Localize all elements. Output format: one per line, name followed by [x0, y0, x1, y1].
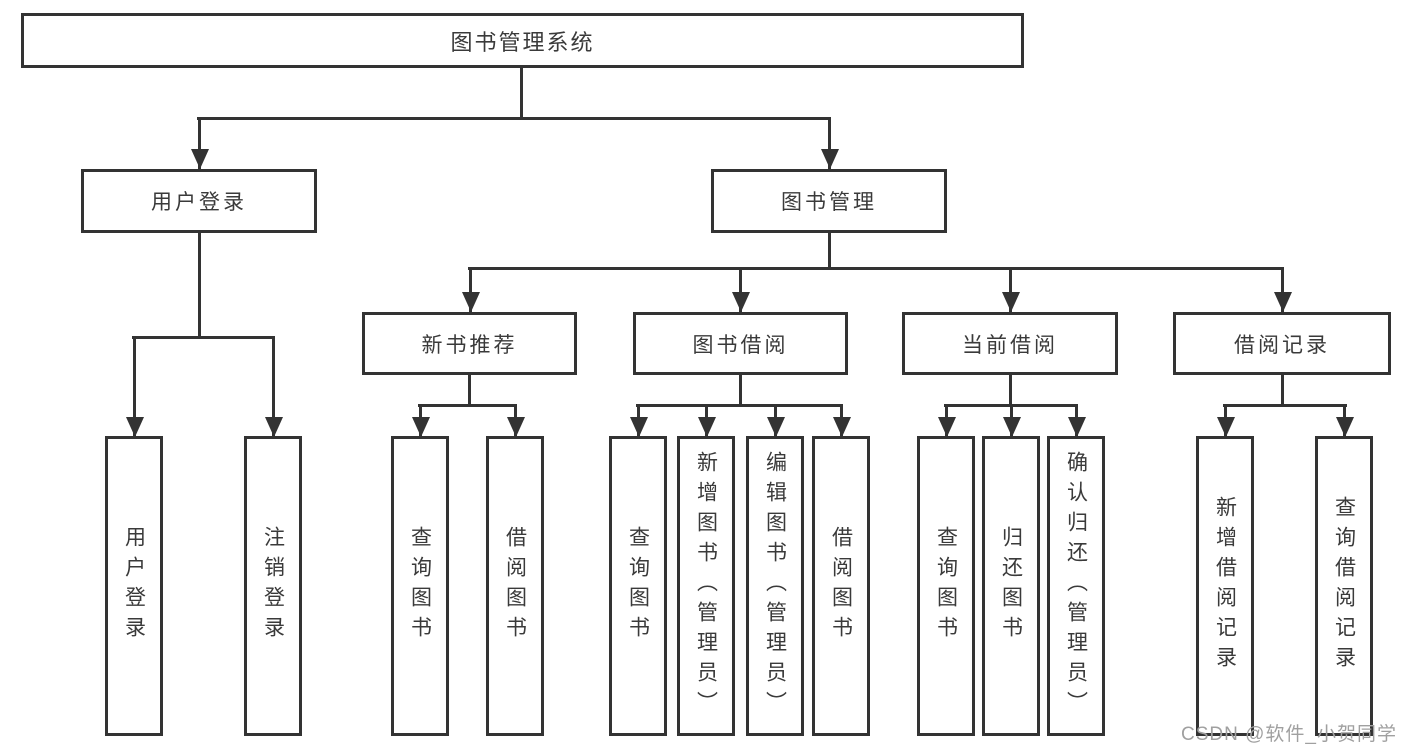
node-leaf-borrow-books-1: 借阅图书: [486, 436, 544, 736]
arrow-to-confirm-return: [1067, 404, 1086, 437]
connector-new-book-rec-bar: [418, 404, 517, 407]
node-label: 借阅记录: [1234, 333, 1330, 357]
node-label: 查询借阅记录: [1332, 496, 1356, 676]
node-leaf-user-login: 用户登录: [105, 436, 163, 736]
node-leaf-return-books: 归还图书: [982, 436, 1040, 736]
arrow-to-edit-books: [766, 404, 785, 437]
node-label: 新增图书（管理员）: [694, 451, 718, 721]
node-leaf-logout: 注销登录: [244, 436, 302, 736]
node-book-borrowing: 图书借阅: [633, 312, 848, 375]
node-library-management-system: 图书管理系统: [21, 13, 1024, 68]
connector-current-borrow-stem: [1009, 375, 1012, 407]
node-label: 用户登录: [151, 191, 247, 214]
node-label: 图书借阅: [692, 333, 789, 357]
node-label: 当前借阅: [962, 333, 1058, 357]
node-new-book-recommendation: 新书推荐: [362, 312, 577, 375]
arrow-to-query-books-2: [629, 404, 648, 437]
node-label: 编辑图书（管理员）: [763, 451, 787, 721]
node-book-management: 图书管理: [711, 169, 947, 233]
arrow-to-borrow-books-2: [832, 404, 851, 437]
node-label: 图书管理系统: [450, 29, 595, 55]
node-leaf-add-borrow-record: 新增借阅记录: [1196, 436, 1254, 736]
connector-user-login-bar: [132, 336, 275, 339]
connector-book-borrow-stem: [739, 375, 742, 407]
node-current-borrowing: 当前借阅: [902, 312, 1118, 375]
node-label: 借阅图书: [503, 526, 527, 646]
arrow-to-borrow-records: [1273, 267, 1292, 312]
node-leaf-query-books-1: 查询图书: [391, 436, 449, 736]
arrow-to-book-management: [820, 117, 839, 169]
connector-book-management-stem: [828, 233, 831, 270]
connector-new-book-rec-stem: [468, 375, 471, 407]
node-leaf-add-books-admin: 新增图书（管理员）: [677, 436, 735, 736]
connector-book-borrow-bar: [636, 404, 843, 407]
node-leaf-query-books-2: 查询图书: [609, 436, 667, 736]
arrow-to-query-books-3: [937, 404, 956, 437]
node-label: 查询图书: [934, 526, 958, 646]
node-leaf-confirm-return-admin: 确认归还（管理员）: [1047, 436, 1105, 736]
connector-root-stem: [520, 68, 523, 118]
connector-borrow-records-bar: [1223, 404, 1347, 407]
node-leaf-borrow-books-2: 借阅图书: [812, 436, 870, 736]
node-label: 新增借阅记录: [1213, 496, 1237, 676]
node-label: 确认归还（管理员）: [1064, 451, 1088, 721]
arrow-to-new-book-rec: [461, 267, 480, 312]
node-leaf-query-borrow-record: 查询借阅记录: [1315, 436, 1373, 736]
connector-book-management-bar: [468, 267, 1284, 270]
arrow-to-add-borrow-record: [1216, 404, 1235, 437]
arrow-to-user-login-leaf: [125, 336, 144, 437]
node-label: 查询图书: [408, 526, 432, 646]
arrow-to-query-books-1: [411, 404, 430, 437]
arrow-to-borrow-books-1: [506, 404, 525, 437]
arrow-to-logout-leaf: [264, 336, 283, 437]
arrow-to-current-borrow: [1001, 267, 1020, 312]
node-borrowing-records: 借阅记录: [1173, 312, 1391, 375]
connector-user-login-stem: [198, 233, 201, 339]
connector-borrow-records-stem: [1281, 375, 1284, 407]
node-user-login-group: 用户登录: [81, 169, 317, 233]
connector-root-bar: [197, 117, 831, 120]
node-label: 用户登录: [122, 526, 146, 646]
watermark-text: CSDN @软件_小贺同学: [1181, 724, 1397, 745]
node-leaf-edit-books-admin: 编辑图书（管理员）: [746, 436, 804, 736]
arrow-to-add-books: [697, 404, 716, 437]
node-leaf-query-books-3: 查询图书: [917, 436, 975, 736]
arrow-to-query-borrow-record: [1335, 404, 1354, 437]
arrow-to-book-borrow: [731, 267, 750, 312]
arrow-to-user-login: [190, 117, 209, 169]
node-label: 注销登录: [261, 526, 285, 646]
node-label: 归还图书: [999, 526, 1023, 646]
node-label: 新书推荐: [421, 333, 518, 357]
node-label: 图书管理: [781, 191, 877, 214]
arrow-to-return-books: [1002, 404, 1021, 437]
node-label: 借阅图书: [829, 526, 853, 646]
node-label: 查询图书: [626, 526, 650, 646]
